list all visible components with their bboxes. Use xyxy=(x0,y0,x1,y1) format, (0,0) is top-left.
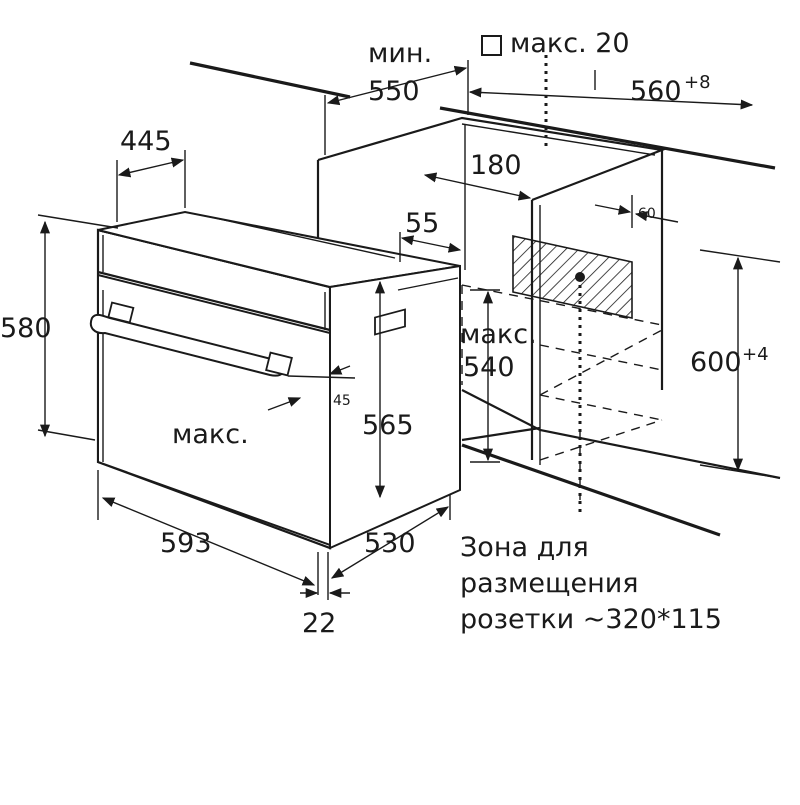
oven xyxy=(89,210,461,550)
label-60: 60 xyxy=(638,206,656,222)
socket-caption-line1: Зона для xyxy=(460,532,589,563)
countertop-left xyxy=(189,61,351,99)
label-593: 593 xyxy=(160,528,212,559)
label-540: 540 xyxy=(463,352,515,383)
label-180: 180 xyxy=(470,150,522,181)
dimension-lines xyxy=(37,60,781,600)
countertop-right xyxy=(439,106,776,170)
label-565: 565 xyxy=(362,410,414,441)
label-580: 580 xyxy=(0,313,52,344)
door-handle xyxy=(89,301,293,377)
checkbox-icon xyxy=(481,35,502,56)
socket-hatch xyxy=(512,235,633,319)
socket-caption-line3: розетки ~320*115 xyxy=(460,604,722,635)
label-560: 560 xyxy=(630,76,682,107)
label-445: 445 xyxy=(120,126,172,157)
socket-zone-caption: Зона для размещения розетки ~320*115 xyxy=(460,532,722,635)
label-55: 55 xyxy=(405,208,439,239)
label-min: мин. xyxy=(368,38,432,69)
niche-top xyxy=(317,116,667,202)
label-max-540: макс. xyxy=(460,319,537,350)
label-530: 530 xyxy=(364,528,416,559)
label-550: 550 xyxy=(368,76,420,107)
oven-side xyxy=(329,264,461,550)
floor-line xyxy=(461,443,721,537)
socket-zone xyxy=(512,55,633,515)
label-600-tol: +4 xyxy=(742,344,769,365)
label-600: 600 xyxy=(690,347,742,378)
socket-center-point xyxy=(575,272,585,282)
label-560-tol: +8 xyxy=(684,72,711,93)
label-max: макс. xyxy=(172,419,249,450)
label-max20: макс. 20 xyxy=(510,28,630,59)
control-panel-bottom xyxy=(97,270,331,332)
dimension-labels: мин. 550 макс. 20 560 +8 445 180 60 55 5… xyxy=(0,28,769,639)
socket-caption-line2: размещения xyxy=(460,568,639,599)
label-45: 45 xyxy=(333,393,351,409)
label-22: 22 xyxy=(302,608,336,639)
